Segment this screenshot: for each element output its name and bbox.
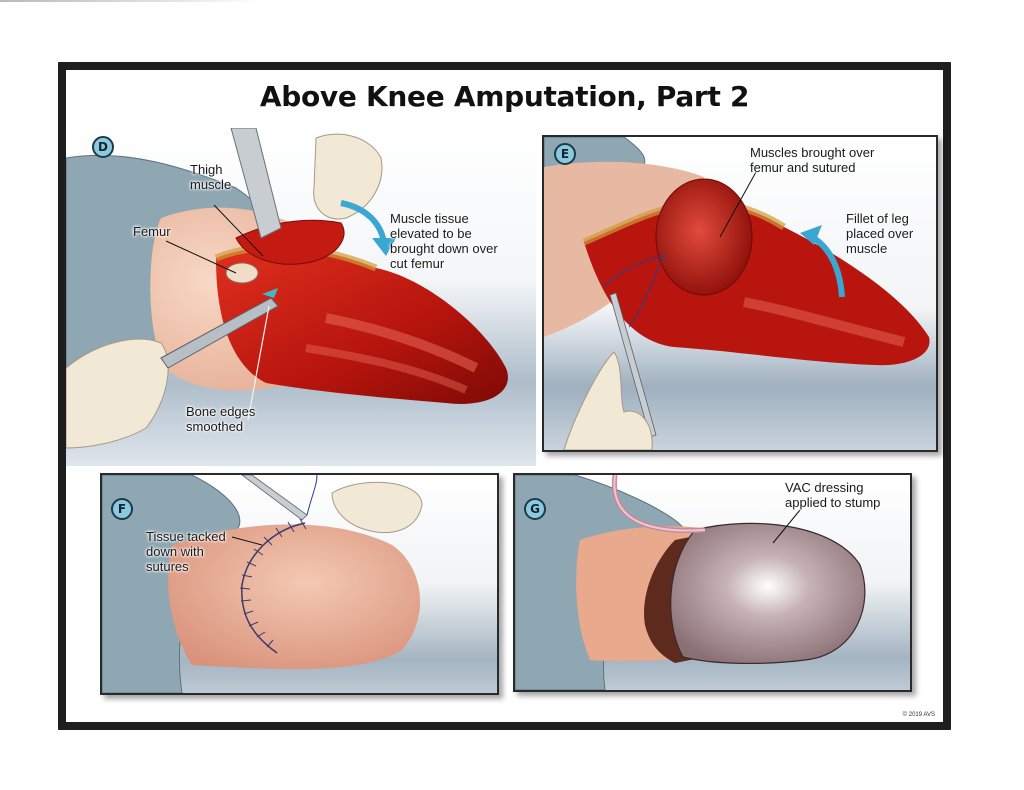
label-femur: Femur (133, 224, 171, 239)
panel-g-badge: G (524, 498, 546, 520)
diagram-frame: Above Knee Amputation, Part 2 (58, 62, 951, 730)
panel-e: E Muscles brought over femur and sutured… (542, 135, 938, 452)
scan-artifact-line (0, 0, 260, 2)
panel-d: D Thigh muscle Femur Muscle tissue eleva… (66, 128, 536, 466)
diagram-title: Above Knee Amputation, Part 2 (259, 80, 750, 113)
panel-f-badge: F (111, 498, 133, 520)
panel-g-illustration (515, 475, 910, 690)
panel-e-badge: E (554, 143, 576, 165)
label-muscles-brought-over: Muscles brought over femur and sutured (750, 145, 875, 175)
panel-d-badge: D (92, 136, 114, 158)
label-tissue-tacked: Tissue tacked down with sutures (146, 529, 226, 574)
label-vac-dressing: VAC dressing applied to stump (785, 480, 881, 510)
panel-g: G VAC dressing applied to stump (513, 473, 912, 692)
label-bone-edges-smoothed: Bone edges smoothed (186, 404, 256, 434)
label-muscle-tissue-elevated: Muscle tissue elevated to be brought dow… (390, 211, 498, 271)
panel-f-illustration (102, 475, 497, 693)
panel-e-illustration (544, 137, 936, 450)
panel-d-illustration (66, 128, 536, 466)
panel-f: F Tissue tacked down with sutures (100, 473, 499, 695)
label-fillet-of-leg: Fillet of leg placed over muscle (846, 211, 914, 256)
copyright-notice: © 2019 AVS (902, 712, 935, 718)
label-thigh-muscle: Thigh muscle (190, 162, 232, 192)
